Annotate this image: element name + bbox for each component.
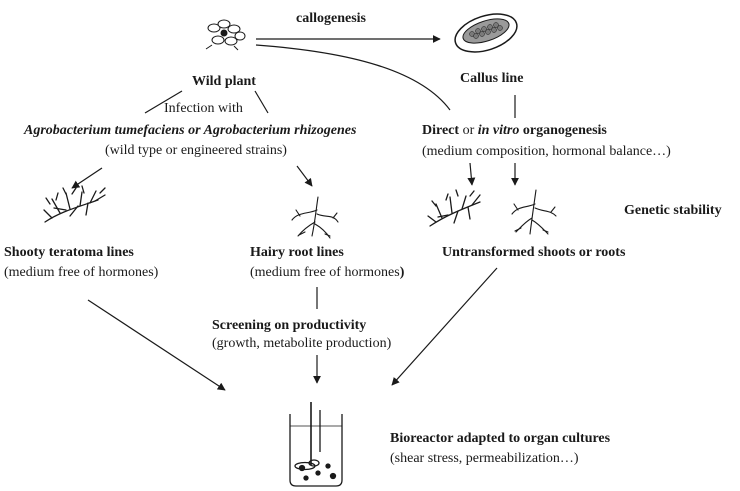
genetic-stability-label: Genetic stability [624, 203, 722, 218]
line-infection-right [254, 90, 269, 114]
wild-plant-label: Wild plant [192, 74, 256, 89]
organogenesis-direct-text: Direct [422, 123, 460, 138]
organogenesis-in-vitro-text: in vitro [477, 123, 520, 138]
hairy-root-note-paren: ) [399, 265, 405, 280]
arrow-shooty-to-bioreactor [87, 299, 226, 391]
bioreactor-title: Bioreactor adapted to organ cultures [390, 431, 611, 446]
hairy-root-note-text: (medium free of hormones [250, 265, 400, 280]
callogenesis-label: callogenesis [296, 11, 366, 26]
arrow-to-hairy [296, 165, 313, 187]
hairy-root-title: Hairy root lines [250, 245, 344, 260]
untransformed-shoot-icon [427, 189, 481, 227]
arrow-to-shooty [71, 167, 103, 189]
shooty-teratoma-title: Shooty teratoma lines [4, 245, 134, 260]
shoot-icon [43, 185, 106, 223]
screening-title: Screening on productivity [212, 318, 367, 333]
agrobacterium-tumefaciens-text: Agrobacterium tumefaciens [24, 123, 185, 138]
shooty-teratoma-note: (medium free of hormones) [4, 265, 159, 280]
line-infection-left [144, 90, 183, 114]
callus-line-label: Callus line [460, 71, 524, 86]
screening-note: (growth, metabolite production) [212, 336, 392, 351]
agrobacterium-note: (wild type or engineered strains) [105, 143, 287, 158]
hairy-root-note: (medium free of hormones) [250, 264, 404, 281]
organogenesis-rest-text: organogenesis [519, 123, 607, 138]
organogenesis-note: (medium composition, hormonal balance…) [422, 144, 671, 159]
callus-dish-icon [454, 13, 518, 53]
organogenesis-or-text: or [459, 123, 478, 138]
organogenesis-line: Direct or in vitro organogenesis [422, 122, 607, 139]
flower-icon [205, 19, 246, 51]
arrow-to-untransformed-shoot [467, 162, 476, 186]
bioreactor-icon [289, 402, 343, 487]
bioreactor-note: (shear stress, permeabilization…) [390, 451, 579, 466]
arrow-untransformed-to-bioreactor [391, 267, 498, 386]
agrobacterium-or-text: or [184, 123, 204, 138]
arrow-curve-to-organogenesis [255, 44, 451, 111]
agrobacterium-rhizogenes-text: Agrobacterium rhizogenes [203, 123, 357, 138]
infection-label: Infection with [164, 101, 243, 116]
untransformed-label: Untransformed shoots or roots [442, 245, 626, 260]
root-icon [291, 196, 339, 239]
agrobacterium-line: Agrobacterium tumefaciens or Agrobacteri… [24, 122, 356, 139]
untransformed-root-icon [511, 189, 557, 235]
